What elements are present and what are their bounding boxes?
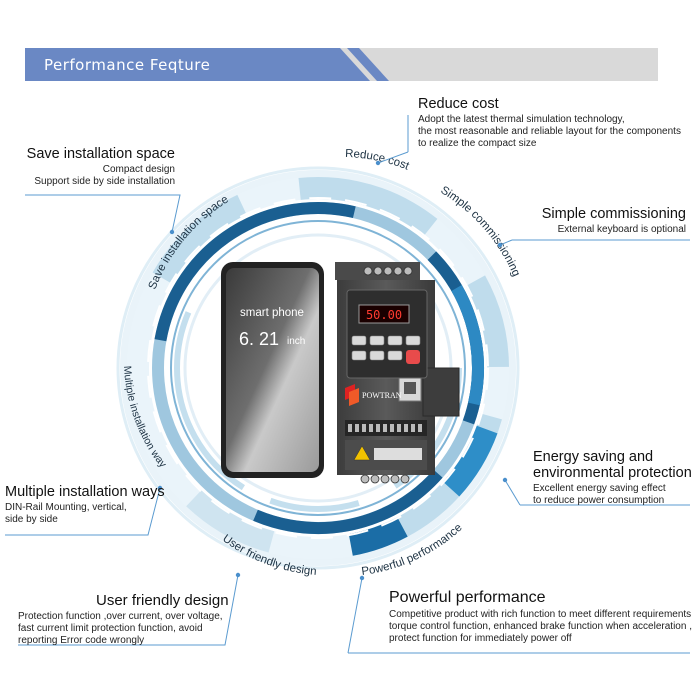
header-banner [25,48,658,81]
feature-desc-line: fast current limit protection function, … [18,623,203,634]
phone-size-unit: inch [287,336,305,347]
feature-title: Powerful performance [389,589,546,606]
feature-reduce-cost: Reduce cost Adopt the latest thermal sim… [418,96,681,150]
feature-desc-line: protect function for immediately power o… [389,633,572,644]
feature-title-line: Energy saving and [533,449,654,465]
feature-desc-line: torque control function, enhanced brake … [389,621,692,632]
feature-desc-line: Compact design [102,164,175,175]
feature-desc-line: Excellent energy saving effect [533,483,666,494]
feature-title: Save installation space [26,146,175,162]
feature-desc-line: External keyboard is optional [557,224,686,235]
smartphone-illustration: smart phone 6. 21 inch [221,262,324,478]
feature-title-line: environmental protection [533,465,692,481]
feature-desc-line: to realize the compact size [418,138,537,149]
ring-label-reduce-cost: Reduce cost [345,148,412,173]
feature-desc-line: Adopt the latest thermal simulation tech… [418,114,625,125]
feature-desc-line: to reduce power consumption [533,495,665,506]
feature-simple-commissioning: Simple commissioning External keyboard i… [516,206,686,236]
feature-energy-saving: Energy saving and environmental protecti… [533,450,692,507]
device-display: 50.00 [366,308,402,322]
feature-desc-line: Protection function ,over current, over … [18,611,223,622]
leader-lines [5,115,690,654]
inverter-device-illustration: 50.00 POWTRAN [335,262,460,484]
feature-desc-line: DIN-Rail Mounting, vertical, [5,502,127,513]
feature-desc-line: Competitive product with rich function t… [389,609,692,620]
feature-save-space: Save installation space Compact design S… [5,146,175,188]
feature-desc-line: Support side by side installation [34,176,175,187]
phone-size-value: 6. 21 [239,329,279,349]
feature-desc-line: reporting Error code wrongly [18,635,145,646]
feature-multiple-installation: Multiple installation ways DIN-Rail Moun… [5,484,165,526]
device-brand: POWTRAN [362,391,402,400]
feature-user-friendly: User friendly design Protection function… [18,592,229,647]
feature-desc-line: the most reasonable and reliable layout … [418,126,681,137]
feature-title: Simple commissioning [541,206,686,222]
feature-desc-line: side by side [5,514,58,525]
feature-powerful-performance: Powerful performance Competitive product… [389,589,692,645]
feature-title: User friendly design [96,592,229,609]
feature-title: Reduce cost [418,96,499,112]
feature-title: Multiple installation ways [5,484,165,500]
phone-label: smart phone [240,307,304,319]
page-title: Performance Feqture [44,56,211,74]
